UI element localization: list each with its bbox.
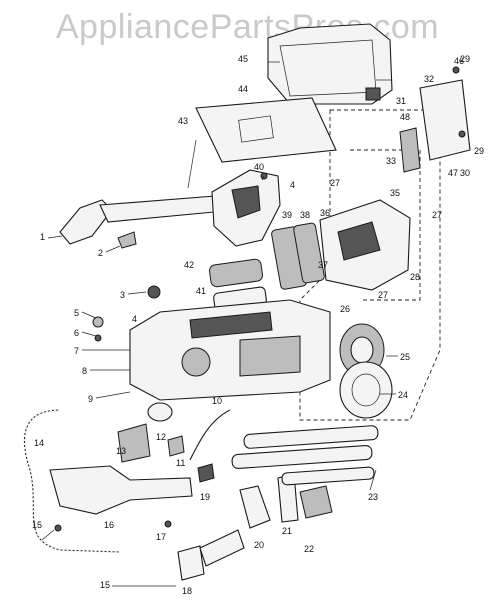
- screw-29-bottom: [458, 130, 466, 138]
- callout-35: 35: [390, 188, 400, 198]
- body-vent: [189, 311, 273, 339]
- agitator-38: [293, 222, 325, 284]
- callout-44: 44: [238, 84, 248, 94]
- callout-27a: 27: [330, 178, 340, 188]
- hose-end-18: [177, 545, 205, 581]
- wand-lower: [281, 466, 375, 486]
- callout-8: 8: [82, 366, 87, 376]
- clip-11: [167, 435, 185, 457]
- hose-14-inner: [23, 408, 121, 554]
- callout-3: 3: [120, 290, 125, 300]
- callout-29b: 29: [474, 146, 484, 156]
- callout-28: 28: [410, 272, 420, 282]
- callout-36: 36: [320, 208, 330, 218]
- callout-33: 33: [386, 156, 396, 166]
- cord-clip: [117, 231, 137, 249]
- callout-41: 41: [196, 286, 206, 296]
- knob-3: [147, 285, 161, 299]
- cover-panel: [267, 23, 393, 105]
- callout-29a: 29: [460, 54, 470, 64]
- callout-15b: 15: [100, 580, 110, 590]
- callout-16: 16: [104, 520, 114, 530]
- callout-10: 10: [212, 396, 222, 406]
- bracket-48: [399, 127, 421, 173]
- callout-32: 32: [424, 74, 434, 84]
- leader-lines: [41, 61, 398, 587]
- callout-42: 42: [184, 260, 194, 270]
- callout-46: 46: [454, 56, 464, 66]
- callout-6: 6: [74, 328, 79, 338]
- callout-17: 17: [156, 532, 166, 542]
- callout-14: 14: [34, 438, 44, 448]
- screw-17: [164, 520, 172, 528]
- callout-31: 31: [396, 96, 406, 106]
- plate-46: [419, 79, 471, 161]
- callout-4: 4: [290, 180, 295, 190]
- callout-45: 45: [238, 54, 248, 64]
- callout-37: 37: [318, 260, 328, 270]
- hose-end-neck: [199, 529, 245, 567]
- valve-13: [117, 423, 151, 463]
- callout-27c: 27: [432, 210, 442, 220]
- callout-labels: 1 2 3 4 4 5 6 7 8 9 10 11 12 13 14 15 15…: [32, 54, 484, 596]
- callout-43: 43: [178, 116, 188, 126]
- callout-30: 30: [460, 168, 470, 178]
- wand-middle: [231, 444, 373, 470]
- screw-6: [94, 334, 102, 342]
- cord-10: [189, 409, 231, 461]
- brush-roll: [208, 258, 264, 288]
- callout-20: 20: [254, 540, 264, 550]
- wheel-24: [339, 361, 393, 419]
- callout-4b: 4: [132, 314, 137, 324]
- callout-22: 22: [304, 544, 314, 554]
- callout-27b: 27: [378, 290, 388, 300]
- callout-7: 7: [74, 346, 79, 356]
- hose-bracket: [49, 465, 193, 515]
- callout-13: 13: [116, 446, 126, 456]
- cover-strip: [365, 87, 381, 101]
- yoke-slot: [231, 185, 261, 219]
- callout-21: 21: [282, 526, 292, 536]
- filter-bag: [195, 97, 337, 163]
- bag-collar: [238, 115, 274, 143]
- callout-25: 25: [400, 352, 410, 362]
- main-body: [129, 299, 331, 401]
- callout-48: 48: [400, 112, 410, 122]
- callout-23: 23: [368, 492, 378, 502]
- base-window: [337, 221, 381, 261]
- clip-5: [92, 316, 104, 328]
- body-port: [181, 347, 211, 377]
- callout-26: 26: [340, 304, 350, 314]
- wand-upper: [243, 425, 379, 449]
- assembly-boundary-inner: [350, 149, 421, 301]
- callout-24: 24: [398, 390, 408, 400]
- body-channel: [239, 335, 301, 377]
- callout-11: 11: [176, 458, 185, 468]
- callout-5: 5: [74, 308, 79, 318]
- callout-9: 9: [88, 394, 93, 404]
- callout-40: 40: [254, 162, 264, 172]
- switch-19: [197, 463, 215, 483]
- wheel-24-inner: [351, 373, 381, 407]
- callout-2: 2: [98, 248, 103, 258]
- callout-39: 39: [282, 210, 292, 220]
- callout-1: 1: [40, 232, 45, 242]
- callout-18: 18: [182, 586, 192, 596]
- callout-15: 15: [32, 520, 42, 530]
- elbow-12: [147, 402, 173, 422]
- callout-38: 38: [300, 210, 310, 220]
- callout-47: 47: [448, 168, 458, 178]
- callout-19: 19: [200, 492, 210, 502]
- screw-29-top: [452, 66, 460, 74]
- tool-22: [299, 485, 333, 519]
- screw-15: [54, 524, 62, 532]
- motor-25-hub: [350, 336, 374, 364]
- tool-20: [239, 485, 271, 529]
- callout-12: 12: [156, 432, 166, 442]
